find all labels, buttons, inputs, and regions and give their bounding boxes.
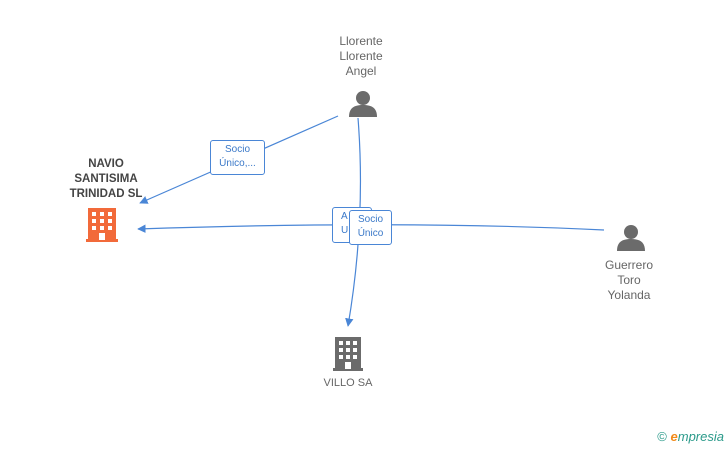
person-icon[interactable] — [349, 91, 377, 117]
brand-watermark: © empresia — [657, 429, 724, 444]
edge-label-socio-unico[interactable]: Socio Único,... — [210, 140, 265, 175]
building-icon[interactable] — [86, 208, 118, 242]
edge-label-socio-unico[interactable]: Socio Único — [349, 210, 392, 245]
brand-name: mpresia — [677, 429, 724, 444]
person-icon[interactable] — [617, 225, 645, 251]
person-label-llorente[interactable]: Llorente Llorente Angel — [339, 34, 383, 78]
company-label-navio[interactable]: NAVIO SANTISIMA TRINIDAD SL — [69, 158, 143, 200]
company-label-villo[interactable]: VILLO SA — [323, 377, 373, 389]
person-label-guerrero[interactable]: Guerrero Toro Yolanda — [604, 258, 654, 302]
brand-e: e — [670, 429, 678, 444]
copyright-icon: © — [657, 429, 667, 444]
building-icon[interactable] — [333, 337, 363, 371]
